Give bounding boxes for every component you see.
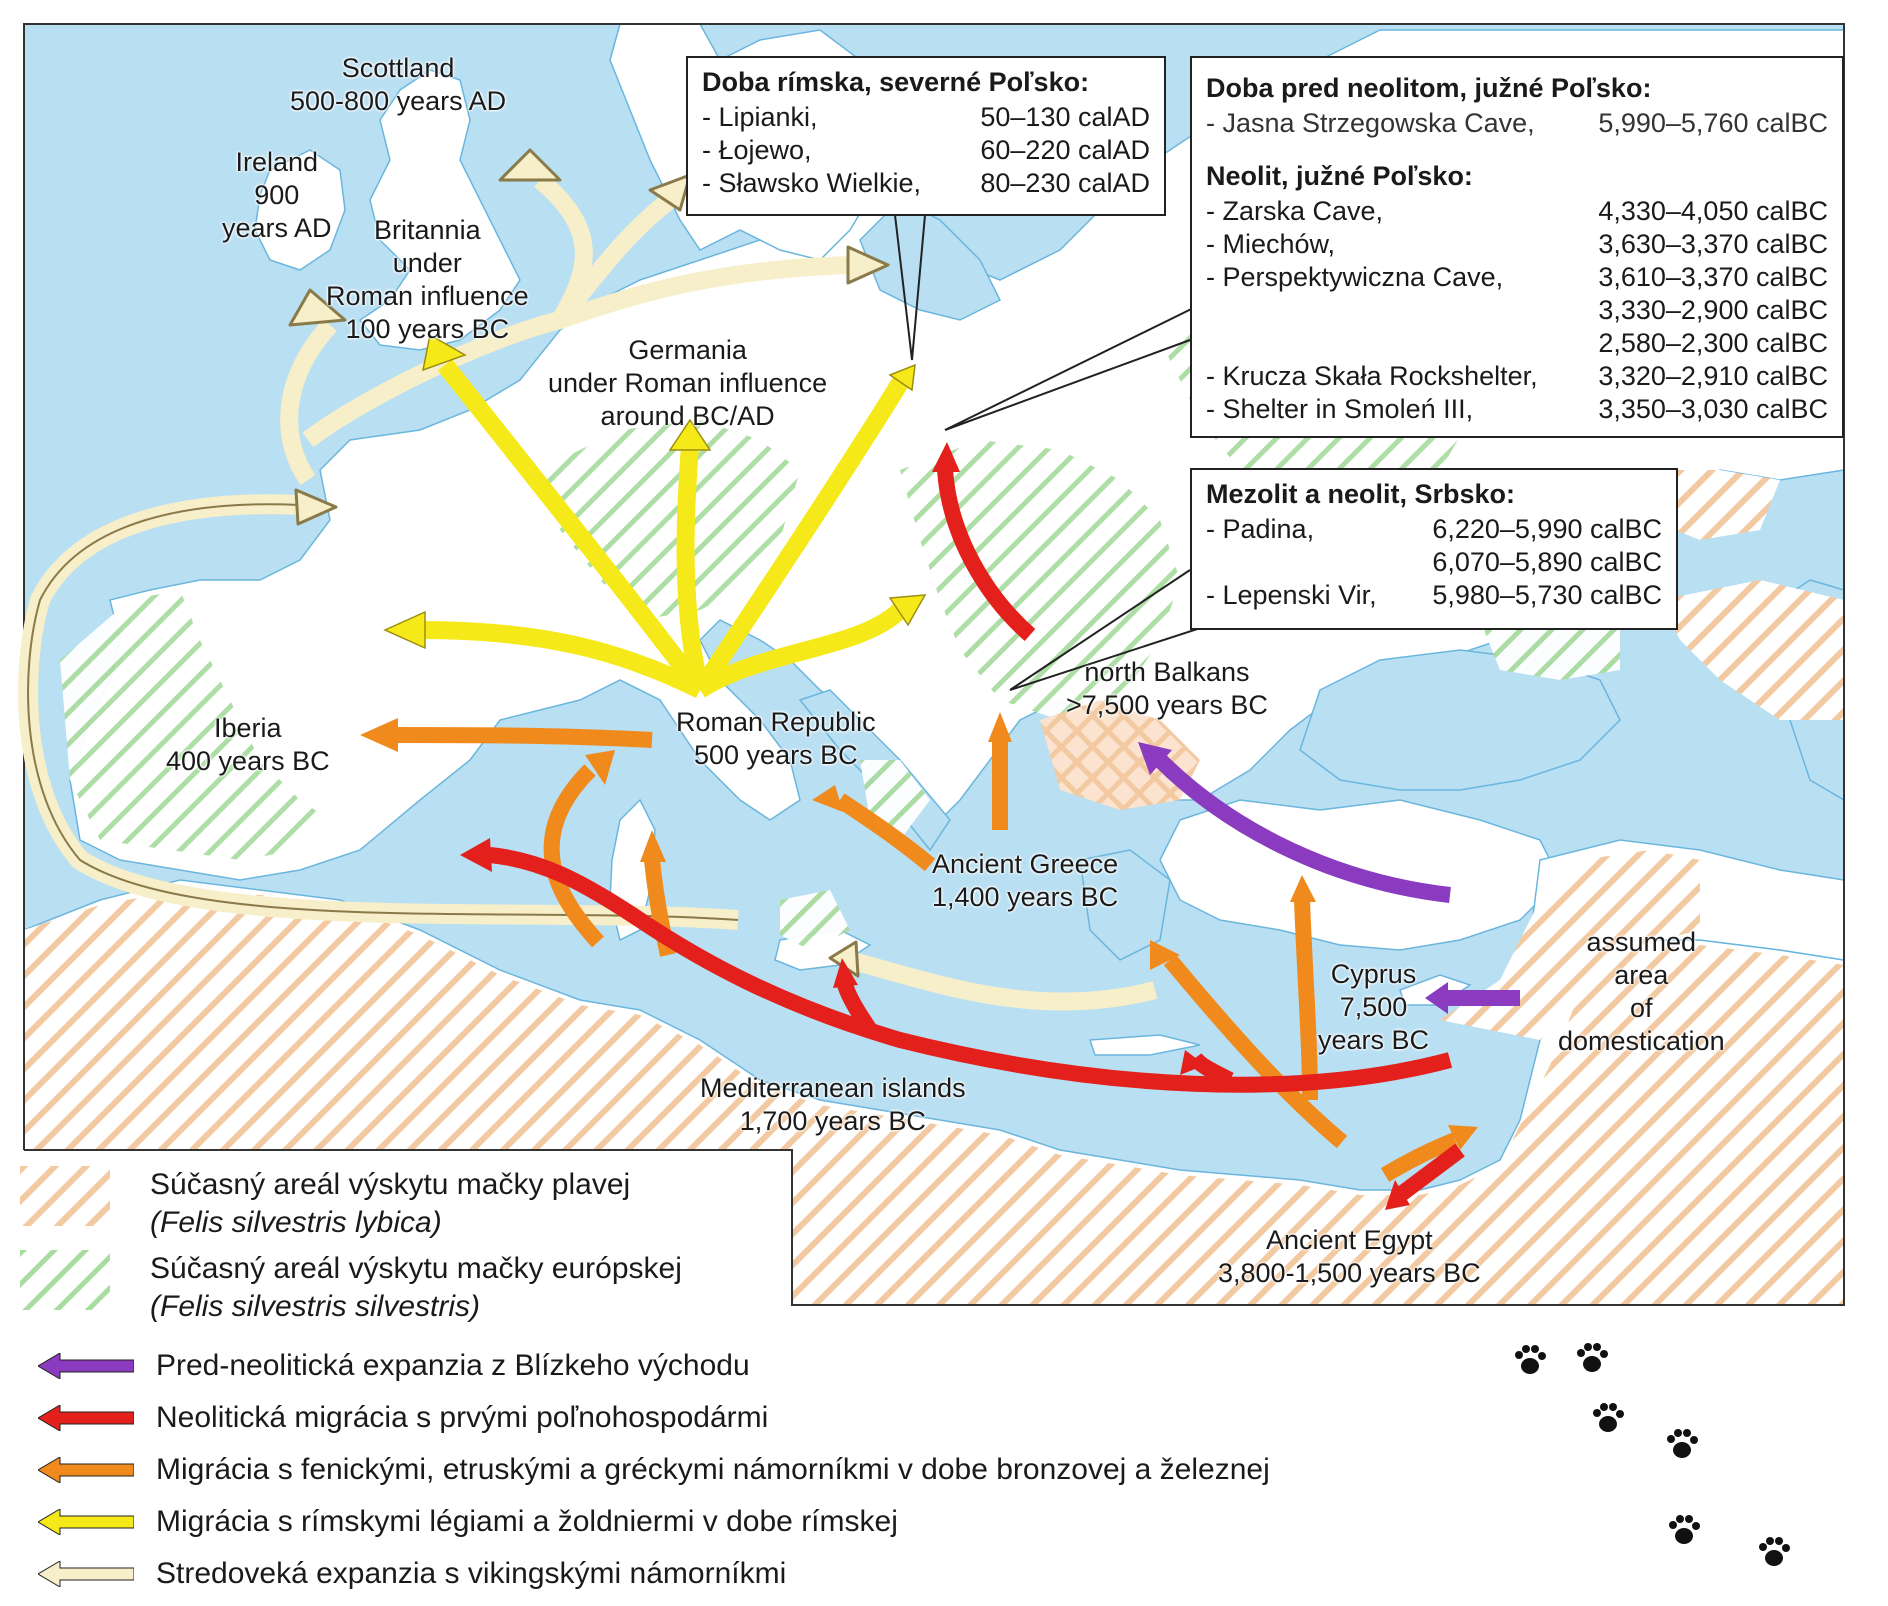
cream-arrow-britain (280, 318, 337, 486)
paw-print-icon (1667, 1429, 1698, 1458)
box-title: Mezolit a neolit, Srbsko: (1206, 479, 1516, 509)
legend-lybica: Súčasný areál výskytu mačky plavej (Felis… (20, 1166, 630, 1242)
legend-arrow-label: Migrácia s rímskymi légiami a žoldniermi… (156, 1505, 898, 1538)
cream-arrows (18, 148, 1158, 1011)
purple-arrow-heads (1138, 742, 1448, 1014)
legend-silvestris-species: (Felis silvestris silvestris) (150, 1290, 480, 1323)
box-row: - Jasna Strzegowska Cave,5,990–5,760 cal… (1206, 108, 1828, 138)
cream-arrow-greece-italy (847, 951, 1158, 1011)
paw-print-icon (1515, 1345, 1546, 1374)
legend-lybica-species: (Felis silvestris lybica) (150, 1206, 442, 1239)
purple-arrows (1154, 754, 1520, 1007)
legend-arrow-orange: Migrácia s fenickými, etruskými a grécky… (38, 1451, 1270, 1489)
box-row: - Lepenski Vir,5,980–5,730 calBC (1206, 580, 1662, 610)
yellow-arrow-heads (383, 333, 927, 650)
paw-print-icon (1577, 1343, 1608, 1372)
paw-print-icon (1669, 1515, 1700, 1544)
yellow-arrows (419, 359, 913, 699)
box-title: Doba pred neolitom, južné Poľsko: (1206, 73, 1652, 103)
legend-arrow-purple: Pred-neolitická expanzia z Blízkeho vých… (38, 1347, 750, 1385)
paw-print-icon (1759, 1537, 1790, 1566)
box-row: - Perspektywiczna Cave,3,610–3,370 calBC (1206, 262, 1828, 292)
overlap-range (1040, 700, 1200, 810)
legend-arrow-red: Neolitická migrácia s prvými poľnohospod… (38, 1399, 768, 1437)
legend-arrow-yellow: Migrácia s rímskymi légiami a žoldniermi… (38, 1503, 898, 1541)
box-row: - Zarska Cave,4,330–4,050 calBC (1206, 196, 1828, 226)
box-row: - Lipianki,50–130 calAD (702, 102, 1150, 132)
box-south-poland: Doba pred neolitom, južné Poľsko: - Jasn… (1190, 56, 1844, 438)
lybica-swatch (20, 1166, 110, 1226)
box-row: 2,580–2,300 calBC (1598, 328, 1828, 358)
red-arrow-icon (38, 1405, 134, 1431)
legend-arrow-cream: Stredoveká expanzia s vikingskými námorn… (38, 1555, 786, 1593)
box-row: 6,070–5,890 calBC (1432, 547, 1662, 577)
legend-arrow-label: Neolitická migrácia s prvými poľnohospod… (156, 1401, 769, 1434)
orange-arrow-heads (360, 712, 1478, 1150)
box-row: - Shelter in Smoleń III,3,350–3,030 calB… (1206, 394, 1828, 424)
label-north-balkans: north Balkans>7,500 years BC (1066, 657, 1268, 720)
box-row: - Padina,6,220–5,990 calBC (1206, 514, 1662, 544)
yellow-arrow-icon (38, 1509, 134, 1535)
paw-prints (1515, 1343, 1790, 1566)
black-sea (1299, 649, 1621, 791)
callout-lines (894, 214, 1231, 691)
paw-print-icon (1593, 1403, 1624, 1432)
cream-arrow-icon (38, 1561, 134, 1587)
purple-arrow-icon (38, 1353, 134, 1379)
box-roman-poland: Doba rímska, severné Poľsko: - Lipianki,… (686, 56, 1166, 216)
box-row: - Łojewo,60–220 calAD (702, 135, 1150, 165)
box-title: Doba rímska, severné Poľsko: (702, 67, 1090, 97)
red-arrow-heads (460, 442, 1410, 1210)
legend-arrow-label: Stredoveká expanzia s vikingskými námorn… (156, 1557, 787, 1590)
aegean-sea (1079, 849, 1171, 961)
box-row: - Miechów,3,630–3,370 calBC (1206, 229, 1828, 259)
box-row: - Krucza Skała Rockshelter,3,320–2,910 c… (1206, 361, 1828, 391)
legend-arrow-label: Migrácia s fenickými, etruskými a grécky… (156, 1453, 1270, 1486)
box-row: 3,330–2,900 calBC (1598, 295, 1828, 325)
legend-arrow-label: Pred-neolitická expanzia z Blízkeho vých… (156, 1349, 750, 1382)
silvestris-swatch (20, 1250, 110, 1310)
box-serbia: Mezolit a neolit, Srbsko: - Padina,6,220… (1190, 468, 1678, 630)
box-row: - Sławsko Wielkie,80–230 calAD (702, 168, 1150, 198)
box-subtitle: Neolit, južné Poľsko: (1206, 161, 1473, 191)
legend-silvestris-label: Súčasný areál výskytu mačky európskej (150, 1252, 682, 1285)
legend-silvestris: Súčasný areál výskytu mačky európskej (Fe… (20, 1250, 682, 1326)
orange-arrow-icon (38, 1457, 134, 1483)
legend-lybica-label: Súčasný areál výskytu mačky plavej (150, 1168, 631, 1201)
